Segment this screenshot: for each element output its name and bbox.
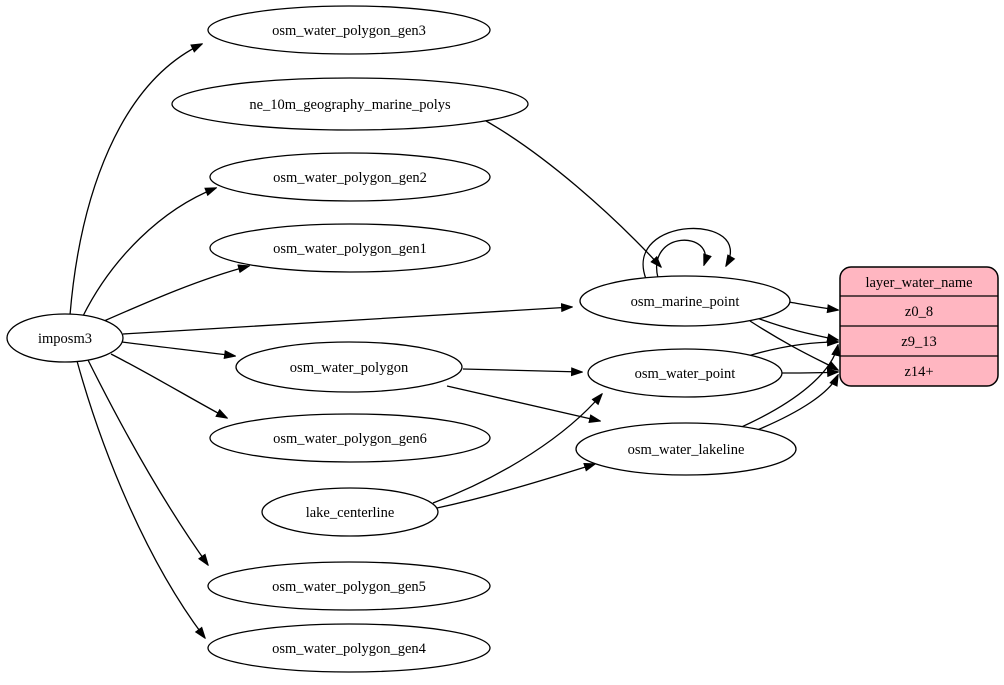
node-shape [209,152,491,202]
node-shape [171,77,529,131]
node-osm-water-point: osm_water_point [587,348,783,398]
edge-lake-centerline-lakeline [436,464,595,509]
node-label: osm_water_polygon_gen1 [273,241,427,257]
node-imposm3: imposm3 [6,313,124,363]
node-label: imposm3 [38,331,92,347]
edge-marine-point-self-loop-outer [642,227,730,280]
node-ne-10m-geography-marine-polys: ne_10m_geography_marine_polys [171,77,529,131]
node-shape [579,275,791,327]
node-label: osm_water_polygon [290,360,409,376]
edge-water-point-z9_13 [747,342,838,357]
edge-imposm3-gen6 [110,353,227,418]
edge-lakeline-z14 [749,375,838,434]
node-shape [207,5,491,55]
node-shape [587,348,783,398]
edge-imposm3-water-polygon [121,341,235,356]
node-osm-water-polygon-gen1: osm_water_polygon_gen1 [209,223,491,273]
node-lake-centerline: lake_centerline [261,487,439,537]
edge-imposm3-gen2 [82,188,216,317]
node-osm-water-polygon-gen6: osm_water_polygon_gen6 [209,413,491,463]
edge-group [69,44,838,638]
edge-water-polygon-lakeline [446,385,600,421]
node-shape [6,313,124,363]
node-label: osm_water_polygon_gen3 [272,23,426,39]
node-label: osm_water_lakeline [628,442,745,458]
node-osm-water-polygon-gen2: osm_water_polygon_gen2 [209,152,491,202]
node-label: osm_water_polygon_gen4 [272,641,427,657]
node-osm-water-polygon-gen5: osm_water_polygon_gen5 [207,561,491,611]
edge-ne10m-marine-point [478,116,661,267]
edge-marine-point-z0_8 [788,301,838,310]
node-label: osm_water_polygon_gen2 [273,170,427,186]
node-label: ne_10m_geography_marine_polys [249,97,451,113]
record-row-z0-8: z0_8 [905,304,933,320]
node-layer-water-name-record: layer_water_name z0_8 z9_13 z14+ [839,266,999,387]
record-title: layer_water_name [865,275,972,291]
edge-water-point-z14 [781,372,838,373]
node-shape [209,223,491,273]
node-osm-water-polygon-gen4: osm_water_polygon_gen4 [207,623,491,673]
edge-imposm3-gen4 [76,360,205,638]
edge-water-polygon-water-point [462,369,582,372]
node-shape [575,422,797,476]
edge-lake-centerline-water-point [432,394,602,504]
node-shape [235,341,463,393]
edge-marine-point-z14 [749,320,838,370]
node-shape [207,623,491,673]
edge-imposm3-gen5 [87,359,208,565]
edge-imposm3-marine-point [122,307,572,335]
record-row-z14: z14+ [904,364,933,380]
node-osm-water-polygon: osm_water_polygon [235,341,463,393]
edge-imposm3-gen3 [69,44,202,316]
edge-imposm3-gen1 [103,266,249,322]
node-label: lake_centerline [306,505,395,521]
node-label: osm_water_point [635,366,736,382]
node-label: osm_water_polygon_gen5 [272,579,426,595]
node-shape [261,487,439,537]
record-row-z9-13: z9_13 [901,334,936,350]
node-osm-water-polygon-gen3: osm_water_polygon_gen3 [207,5,491,55]
edge-marine-point-z9_13 [756,317,838,340]
edge-marine-point-self-loop-inner [655,239,706,279]
node-label: osm_marine_point [631,294,740,310]
node-shape [207,561,491,611]
node-shape [209,413,491,463]
node-osm-water-lakeline: osm_water_lakeline [575,422,797,476]
node-label: osm_water_polygon_gen6 [273,431,427,447]
edge-lakeline-z9_13 [736,345,838,430]
node-osm-marine-point: osm_marine_point [579,275,791,327]
